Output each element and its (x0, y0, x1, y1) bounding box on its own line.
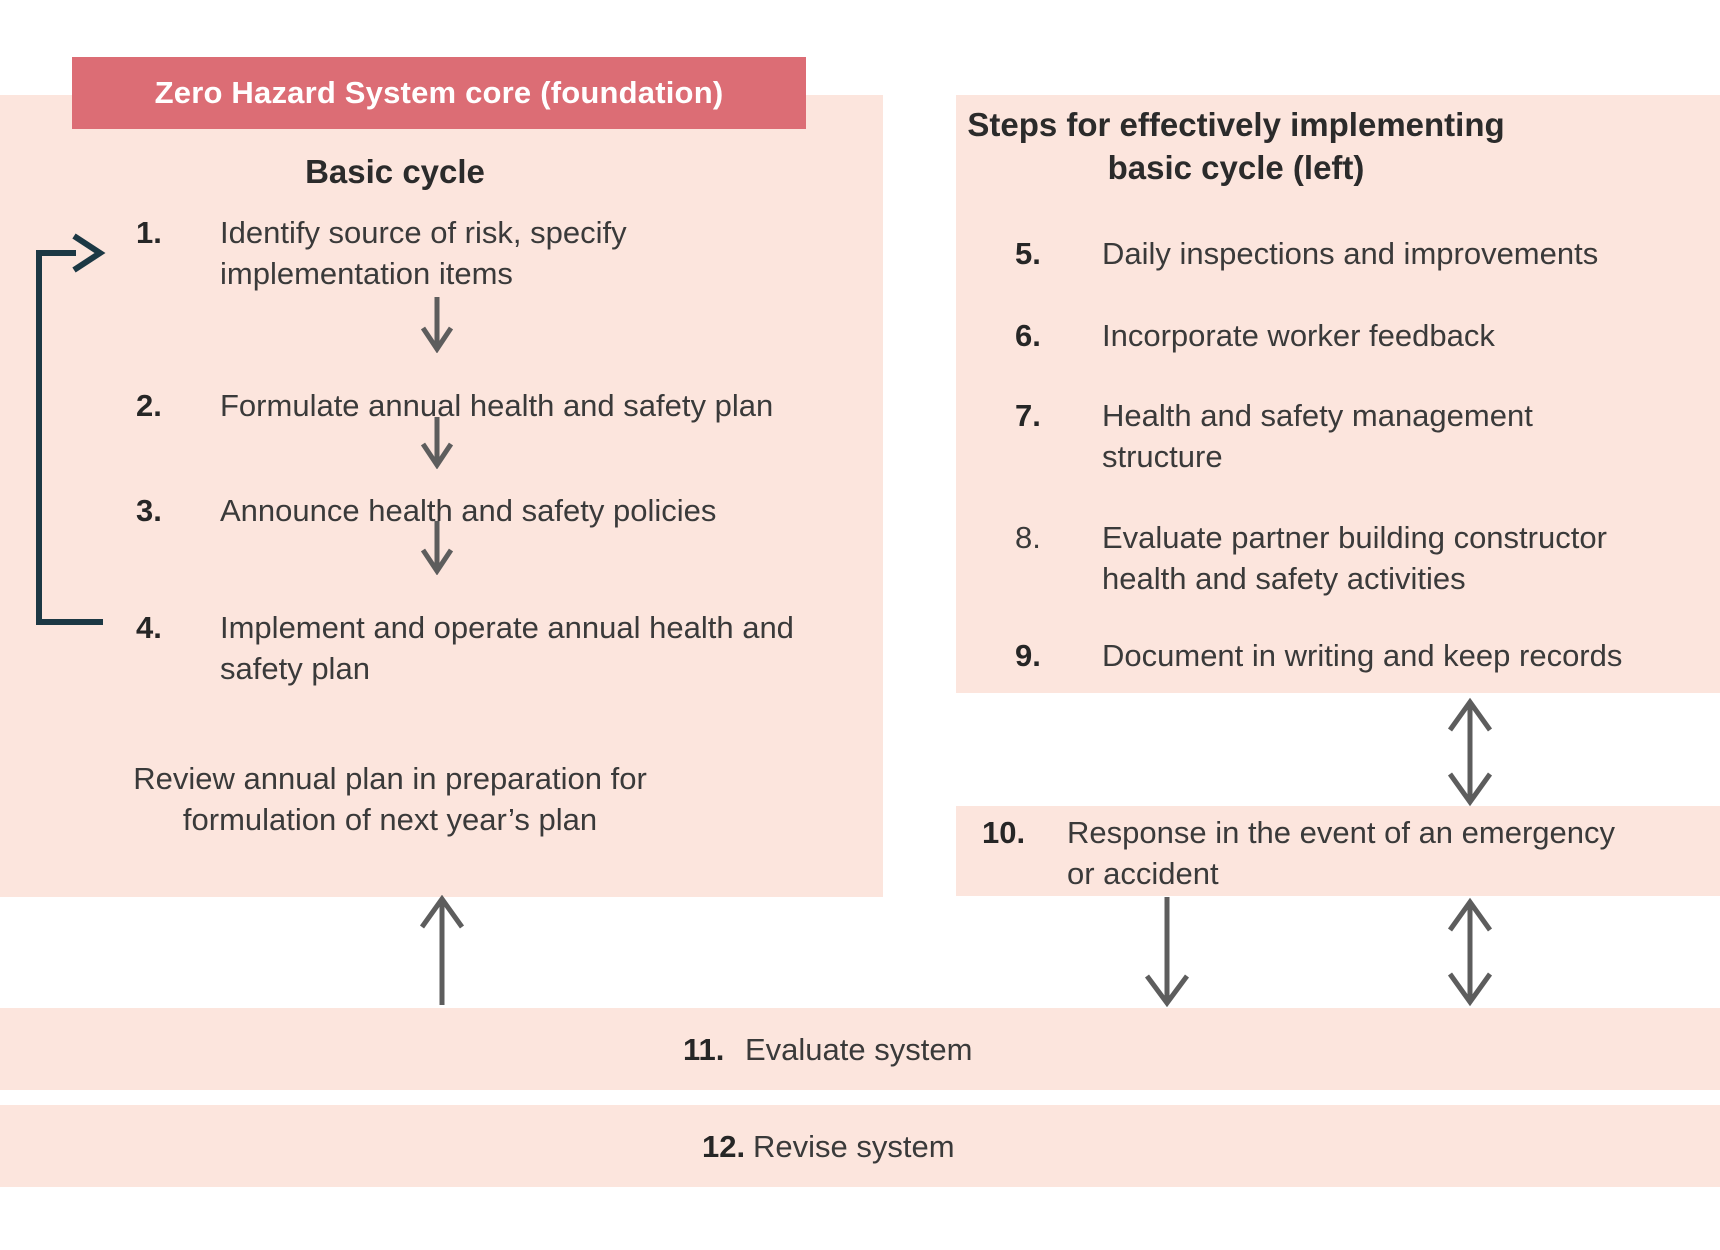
step-1-number: 1. (136, 215, 162, 250)
step-4-line-2: safety plan (220, 651, 370, 686)
implementation-steps-panel (956, 95, 1720, 693)
step-6-number: 6. (1015, 318, 1041, 353)
review-note-line-2: formulation of next year’s plan (182, 802, 598, 837)
step-7-text: Health and safety management structure (1102, 395, 1533, 477)
step-12-text: Revise system (753, 1126, 955, 1167)
step-11-label: Evaluate system (745, 1032, 973, 1067)
step-8-line-1: Evaluate partner building constructor (1102, 520, 1607, 555)
zero-hazard-header: Zero Hazard System core (foundation) (72, 57, 806, 129)
step-1-line-1: Identify source of risk, specify (220, 215, 627, 250)
step-5-number: 5. (1015, 236, 1041, 271)
up-arrow-evaluate-to-cycle-icon (419, 895, 465, 1005)
step-10-line-2: or accident (1067, 856, 1219, 891)
down-arrow-emergency-to-evaluate-icon (1144, 897, 1190, 1007)
step-11-text: Evaluate system (745, 1029, 972, 1070)
basic-cycle-title: Basic cycle (305, 153, 485, 190)
down-arrow-step2-step3-icon (420, 417, 454, 469)
implementation-steps-title: Steps for effectively implementing basic… (956, 103, 1516, 189)
revise-system-band (0, 1105, 1720, 1187)
review-plan-note: Review annual plan in preparation for fo… (90, 758, 690, 840)
step-1-line-2: implementation items (220, 256, 513, 291)
step-12-label: Revise system (753, 1129, 955, 1164)
step-7-number: 7. (1015, 398, 1041, 433)
step-1-text: Identify source of risk, specify impleme… (220, 212, 627, 294)
step-7-line-1: Health and safety management (1102, 398, 1533, 433)
step-6-text: Incorporate worker feedback (1102, 315, 1495, 356)
cycle-loop-arrow-icon (36, 233, 106, 625)
step-9-number: 9. (1015, 638, 1041, 673)
step-7-line-2: structure (1102, 439, 1223, 474)
step-8-text: Evaluate partner building constructor he… (1102, 517, 1607, 599)
step-4-line-1: Implement and operate annual health and (220, 610, 794, 645)
down-arrow-step3-step4-icon (420, 521, 454, 575)
step-12-number: 12. (702, 1129, 746, 1164)
right-title-line-1: Steps for effectively implementing (967, 106, 1505, 143)
step-10-number: 10. (982, 815, 1026, 850)
step-3-number: 3. (136, 493, 162, 528)
step-10-text: Response in the event of an emergency or… (1067, 812, 1615, 894)
step-5-text: Daily inspections and improvements (1102, 233, 1598, 274)
step-5-line-1: Daily inspections and improvements (1102, 236, 1599, 271)
step-4-text: Implement and operate annual health and … (220, 607, 794, 689)
step-8-line-2: health and safety activities (1102, 561, 1466, 596)
step-9-line-1: Document in writing and keep records (1102, 638, 1623, 673)
step-4-number: 4. (136, 610, 162, 645)
step-2-line-1: Formulate annual health and safety plan (220, 388, 774, 423)
right-title-line-2: basic cycle (left) (1107, 149, 1365, 186)
evaluate-system-band (0, 1008, 1720, 1090)
step-3-text: Announce health and safety policies (220, 490, 716, 531)
step-3-line-1: Announce health and safety policies (220, 493, 717, 528)
basic-cycle-panel (0, 95, 883, 897)
down-arrow-step1-step2-icon (420, 297, 454, 353)
step-10-line-1: Response in the event of an emergency (1067, 815, 1616, 850)
step-2-text: Formulate annual health and safety plan (220, 385, 773, 426)
step-8-number: 8. (1015, 520, 1041, 555)
step-6-line-1: Incorporate worker feedback (1102, 318, 1495, 353)
double-arrow-steps-emergency-icon (1447, 697, 1493, 807)
step-2-number: 2. (136, 388, 162, 423)
step-11-number: 11. (683, 1032, 725, 1067)
emergency-response-box (956, 806, 1720, 896)
review-note-line-1: Review annual plan in preparation for (133, 761, 647, 796)
double-arrow-emergency-evaluate-icon (1447, 897, 1493, 1007)
step-9-text: Document in writing and keep records (1102, 635, 1622, 676)
